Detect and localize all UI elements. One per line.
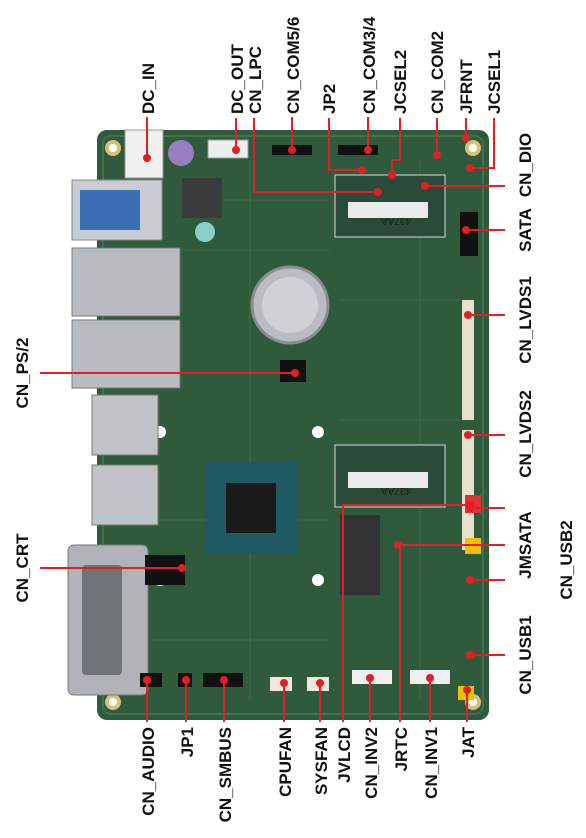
chip-marking-1: 437AA <box>381 215 411 226</box>
label-cn-lpc: CN_LPC <box>246 46 265 114</box>
label-cn-usb2: CN_USB2 <box>557 520 576 599</box>
bottom-labels: CN_AUDIO JP1 CN_SMBUS CPUFAN SYSFAN JVLC… <box>139 726 478 822</box>
top-labels: DC_IN DC_OUT CN_LPC CN_COM5/6 JP2 CN_COM… <box>139 16 504 114</box>
chip-marking-2: 437AA <box>381 485 411 496</box>
label-jcsel1: JCSEL1 <box>485 50 504 114</box>
label-jrtc: JRTC <box>392 727 411 771</box>
label-cpufan: CPUFAN <box>276 727 295 797</box>
label-dc-out: DC_OUT <box>228 43 247 114</box>
label-cn-audio: CN_AUDIO <box>139 727 158 816</box>
label-cn-inv2: CN_INV2 <box>362 727 381 799</box>
label-jat: JAT <box>459 726 478 757</box>
label-cn-lvds1: CN_LVDS1 <box>516 276 535 364</box>
label-cn-com34: CN_COM3/4 <box>360 16 379 114</box>
label-cn-smbus: CN_SMBUS <box>216 727 235 822</box>
label-cn-ps2: CN_PS/2 <box>13 338 32 409</box>
label-cn-dio: CN_DIO <box>516 133 535 197</box>
label-jfrnt: JFRNT <box>457 59 476 114</box>
leader-dots <box>143 134 474 694</box>
leader-lines <box>40 117 505 722</box>
right-labels: CN_DIO SATA CN_LVDS1 CN_LVDS2 JMSATA CN_… <box>516 133 576 695</box>
label-dc-in: DC_IN <box>139 63 158 114</box>
label-cn-com56: CN_COM5/6 <box>284 17 303 114</box>
label-cn-inv1: CN_INV1 <box>422 727 441 799</box>
label-jvlcd: JVLCD <box>335 727 354 783</box>
label-sata: SATA <box>516 208 535 252</box>
label-jp2: JP2 <box>320 84 339 114</box>
label-cn-crt: CN_CRT <box>13 533 32 603</box>
board-components: 437AA 437AA <box>140 139 481 700</box>
label-jcsel2: JCSEL2 <box>391 50 410 114</box>
label-jmsata: JMSATA <box>516 511 535 578</box>
label-cn-usb1: CN_USB1 <box>516 615 535 694</box>
label-sysfan: SYSFAN <box>312 727 331 795</box>
label-jp1: JP1 <box>178 727 197 757</box>
left-labels: CN_PS/2 CN_CRT <box>13 338 32 603</box>
label-cn-com2: CN_COM2 <box>428 31 447 114</box>
rear-io <box>67 129 181 696</box>
label-cn-lvds2: CN_LVDS2 <box>516 390 535 478</box>
pcb-board <box>97 130 489 720</box>
